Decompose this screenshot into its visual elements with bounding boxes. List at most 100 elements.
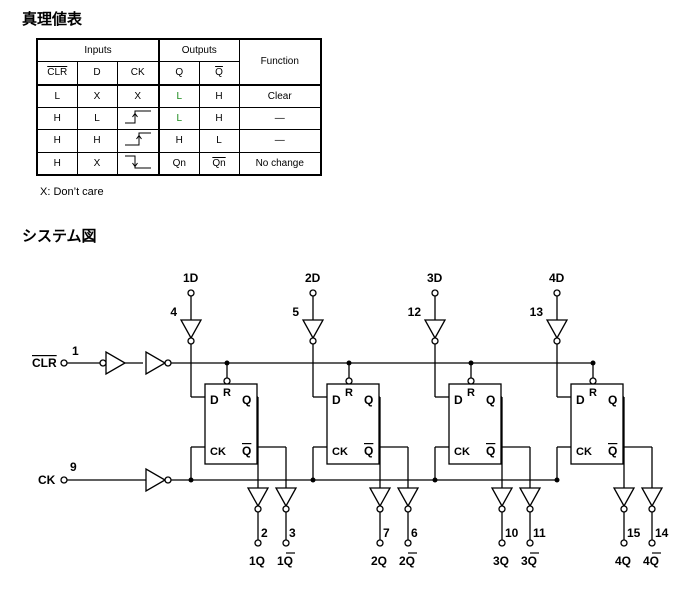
d-input-label: 2D <box>305 271 321 285</box>
qbar-header: Q <box>198 61 240 86</box>
q-output-buffer <box>490 487 514 508</box>
d-header: D <box>76 61 118 86</box>
ff-q-label: Q <box>364 393 373 407</box>
ff-qbar-label: Q <box>364 444 373 458</box>
q-output-pin <box>376 539 384 547</box>
qbar-pin-number: 3 <box>289 526 296 540</box>
qbar-pin-number: 14 <box>655 526 669 540</box>
q-cell: L <box>158 106 200 131</box>
ff-q-label: Q <box>486 393 495 407</box>
q-output-buffer <box>368 487 392 508</box>
ff-ck-label: CK <box>576 446 592 458</box>
ff-r-label: R <box>223 387 231 399</box>
d-input-pin <box>553 289 561 297</box>
ff-q-label: Q <box>608 393 617 407</box>
d-flip-flop <box>570 383 624 465</box>
d-flip-flop <box>204 383 258 465</box>
d-pin-number: 5 <box>292 305 299 319</box>
ff-q-label: Q <box>242 393 251 407</box>
inputs-header: Inputs <box>36 38 160 63</box>
qbar-output-pin <box>404 539 412 547</box>
function-cell: No change <box>238 151 322 176</box>
clr-cell: H <box>36 106 78 131</box>
d-cell: X <box>76 151 118 176</box>
qbar-output-buffer <box>274 487 298 508</box>
q-cell: Qn <box>158 151 200 176</box>
q-pin-number: 2 <box>261 526 268 540</box>
ff-ck-label: CK <box>454 446 470 458</box>
ck-pin-number: 9 <box>70 460 77 474</box>
d-cell: L <box>76 106 118 131</box>
ck-header: CK <box>116 61 160 86</box>
d-input-buffer <box>423 319 447 340</box>
truth-table: Inputs Outputs Function CLR D CK Q Q L X… <box>36 38 322 176</box>
d-input-pin <box>309 289 317 297</box>
clr-label: CLR <box>32 356 57 370</box>
ff-d-label: D <box>576 393 585 407</box>
d-input-pin <box>431 289 439 297</box>
ff-r-label: R <box>467 387 475 399</box>
d-input-label: 1D <box>183 271 199 285</box>
clr-buffer-2 <box>145 350 167 376</box>
d-input-buffer <box>545 319 569 340</box>
clr-buffer-1 <box>105 350 127 376</box>
clr-header: CLR <box>36 61 78 86</box>
function-cell: Clear <box>238 84 322 108</box>
ff-qbar-label: Q <box>486 444 495 458</box>
system-diagram-title: システム図 <box>22 227 97 245</box>
ff-r-label: R <box>345 387 353 399</box>
ff-ck-label: CK <box>332 446 348 458</box>
d-input-label: 3D <box>427 271 443 285</box>
qbar-pin-number: 11 <box>533 526 546 540</box>
qbar-output-label: 2Q <box>399 554 415 568</box>
table-row: H H H L — <box>36 129 322 153</box>
q-output-label: 1Q <box>249 554 265 568</box>
q-pin-number: 10 <box>505 526 519 540</box>
table-row: L X X L H Clear <box>36 84 322 108</box>
d-pin-number: 13 <box>530 305 544 319</box>
function-header: Function <box>238 38 322 86</box>
d-flip-flop <box>326 383 380 465</box>
d-pin-number: 12 <box>408 305 422 319</box>
ff-d-label: D <box>210 393 219 407</box>
ck-buffer <box>145 467 167 493</box>
qbar-pin-number: 6 <box>411 526 418 540</box>
q-output-buffer <box>246 487 270 508</box>
outputs-header: Outputs <box>158 38 240 63</box>
qbar-cell: H <box>198 84 240 108</box>
qbar-cell: H <box>198 106 240 131</box>
rising-edge-icon <box>116 129 160 153</box>
q-pin-number: 15 <box>627 526 641 540</box>
ff-qbar-label: Q <box>242 444 251 458</box>
dont-care-note: X: Don’t care <box>40 186 104 198</box>
q-cell: L <box>158 84 200 108</box>
q-output-pin <box>620 539 628 547</box>
ff-ck-label: CK <box>210 446 226 458</box>
ff-qbar-label: Q <box>608 444 617 458</box>
ck-label: CK <box>38 473 56 487</box>
qbar-cell: Qn <box>198 151 240 176</box>
qbar-output-pin <box>648 539 656 547</box>
rising-edge-icon <box>116 106 160 131</box>
d-input-buffer <box>179 319 203 340</box>
ck-cell: X <box>116 84 160 108</box>
d-cell: H <box>76 129 118 153</box>
qbar-output-pin <box>526 539 534 547</box>
clr-cell: H <box>36 129 78 153</box>
clr-pin-number: 1 <box>72 344 79 358</box>
q-output-pin <box>498 539 506 547</box>
q-output-label: 4Q <box>615 554 631 568</box>
ff-d-label: D <box>454 393 463 407</box>
table-row: H L L H — <box>36 106 322 131</box>
d-input-pin <box>187 289 195 297</box>
d-pin-number: 4 <box>170 305 177 319</box>
q-output-pin <box>254 539 262 547</box>
q-output-label: 2Q <box>371 554 387 568</box>
d-input-label: 4D <box>549 271 565 285</box>
q-header: Q <box>158 61 200 86</box>
d-input-buffer <box>301 319 325 340</box>
qbar-output-buffer <box>640 487 664 508</box>
